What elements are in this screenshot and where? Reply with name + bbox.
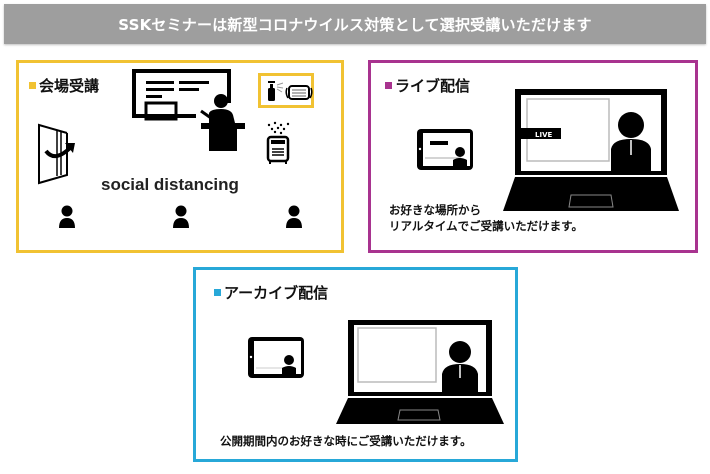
live-caption: お好きな場所から リアルタイムでご受講いただけます。 bbox=[389, 202, 583, 234]
venue-title-text: 会場受講 bbox=[39, 77, 100, 95]
person-icon bbox=[286, 205, 302, 228]
live-caption-line1: お好きな場所から bbox=[389, 203, 481, 217]
archive-streaming-panel: アーカイブ配信 公開期間内のお好きな時にご受講いただけます。 bbox=[193, 267, 518, 462]
face-mask-icon bbox=[285, 85, 313, 100]
archive-caption: 公開期間内のお好きな時にご受講いただけます。 bbox=[220, 434, 472, 448]
hand-sanitizer-icon bbox=[268, 81, 284, 101]
laptop-icon bbox=[336, 320, 504, 424]
bullet-icon bbox=[214, 289, 221, 296]
tablet-icon bbox=[248, 337, 304, 378]
door-ventilation-icon bbox=[38, 123, 75, 185]
header-banner: SSKセミナーは新型コロナウイルス対策として選択受講いただけます bbox=[4, 4, 706, 44]
live-streaming-panel: ライブ配信 LIVE お好きな場所から リアルタイムでご受講いただけます。 bbox=[368, 60, 698, 253]
archive-panel-title: アーカイブ配信 bbox=[214, 282, 328, 303]
banner-title: SSKセミナーは新型コロナウイルス対策として選択受講いただけます bbox=[118, 15, 592, 34]
lecturer-whiteboard-icon bbox=[132, 69, 245, 151]
hygiene-items-box bbox=[258, 73, 314, 108]
laptop-icon: LIVE bbox=[503, 89, 679, 211]
archive-title-text: アーカイブ配信 bbox=[224, 284, 329, 302]
bullet-icon bbox=[385, 82, 392, 89]
live-panel-title: ライブ配信 bbox=[385, 75, 470, 96]
live-caption-line2: リアルタイムでご受講いただけます。 bbox=[389, 219, 584, 233]
venue-panel-title: 会場受講 bbox=[29, 75, 99, 96]
bullet-icon bbox=[29, 82, 36, 89]
live-title-text: ライブ配信 bbox=[395, 77, 471, 95]
social-distancing-label: social distancing bbox=[101, 175, 239, 194]
venue-attendance-panel: 会場受講 bbox=[16, 60, 344, 253]
live-badge: LIVE bbox=[535, 131, 552, 139]
tablet-icon bbox=[417, 129, 473, 170]
person-icon bbox=[173, 205, 189, 228]
air-purifier-icon bbox=[266, 121, 290, 164]
person-icon bbox=[59, 205, 75, 228]
